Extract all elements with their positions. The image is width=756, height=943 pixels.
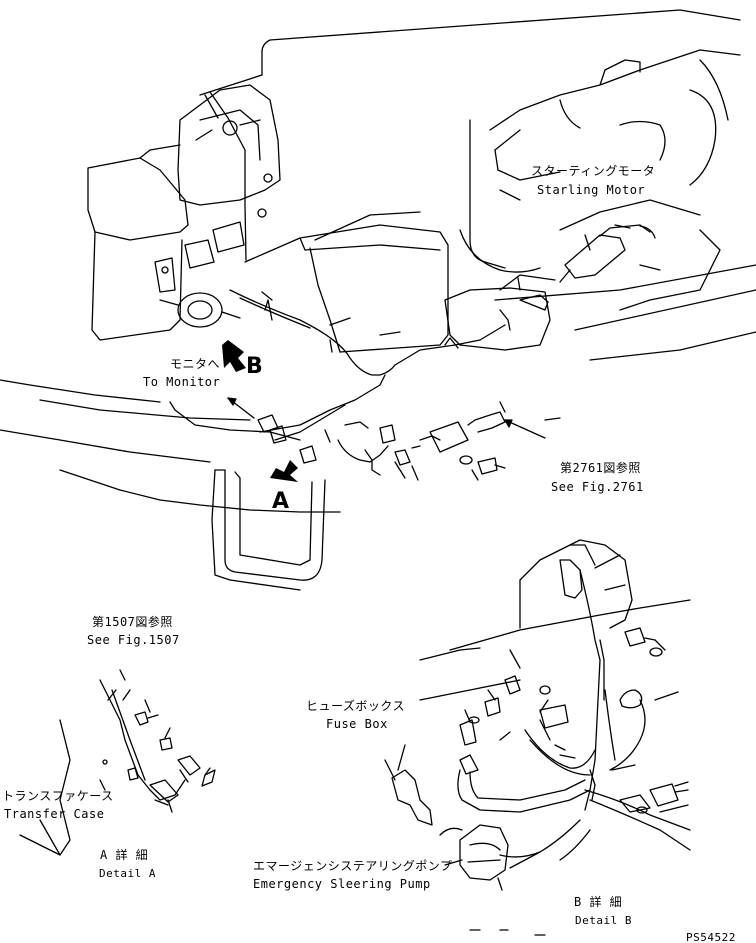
arrow-a-label: A (272, 489, 290, 514)
arrow-b-icon (222, 340, 246, 372)
arrow-a-icon (270, 460, 298, 482)
detail-a-caption-jp: A 詳 細 (100, 848, 149, 862)
detail-b-caption-en: Detail B (575, 914, 632, 927)
transfer-case-label-en: Transfer Case (4, 807, 105, 821)
to-monitor-label-jp: モニタへ (170, 357, 221, 371)
detail-a-view (19, 669, 216, 856)
transfer-case-label-jp: トランスファケース (2, 789, 114, 803)
drawing-number: PS54522 (686, 931, 736, 943)
starting-motor-label-en: Starling Motor (537, 183, 646, 197)
see-fig-1507-en: See Fig.1507 (87, 633, 180, 647)
see-fig-2761-jp: 第2761図参照 (560, 461, 641, 475)
emergency-pump-label-en: Emergency Sleering Pump (253, 877, 431, 891)
starting-motor-label-jp: スターティングモータ (531, 164, 656, 178)
fuse-box-label-jp: ヒューズボックス (306, 699, 406, 713)
detail-a-caption-en: Detail A (99, 867, 156, 880)
emergency-pump-label-jp: エマージェンシステアリングポンプ (253, 859, 453, 873)
main-assembly-view (0, 9, 756, 591)
fuse-box-label-en: Fuse Box (326, 717, 388, 731)
see-fig-2761-en: See Fig.2761 (551, 480, 644, 494)
see-fig-1507-jp: 第1507図参照 (92, 615, 173, 629)
arrow-b-label: B (246, 354, 264, 379)
detail-b-view (384, 539, 691, 936)
detail-b-caption-jp: B 詳 細 (574, 895, 623, 909)
to-monitor-label-en: To Monitor (143, 375, 221, 389)
